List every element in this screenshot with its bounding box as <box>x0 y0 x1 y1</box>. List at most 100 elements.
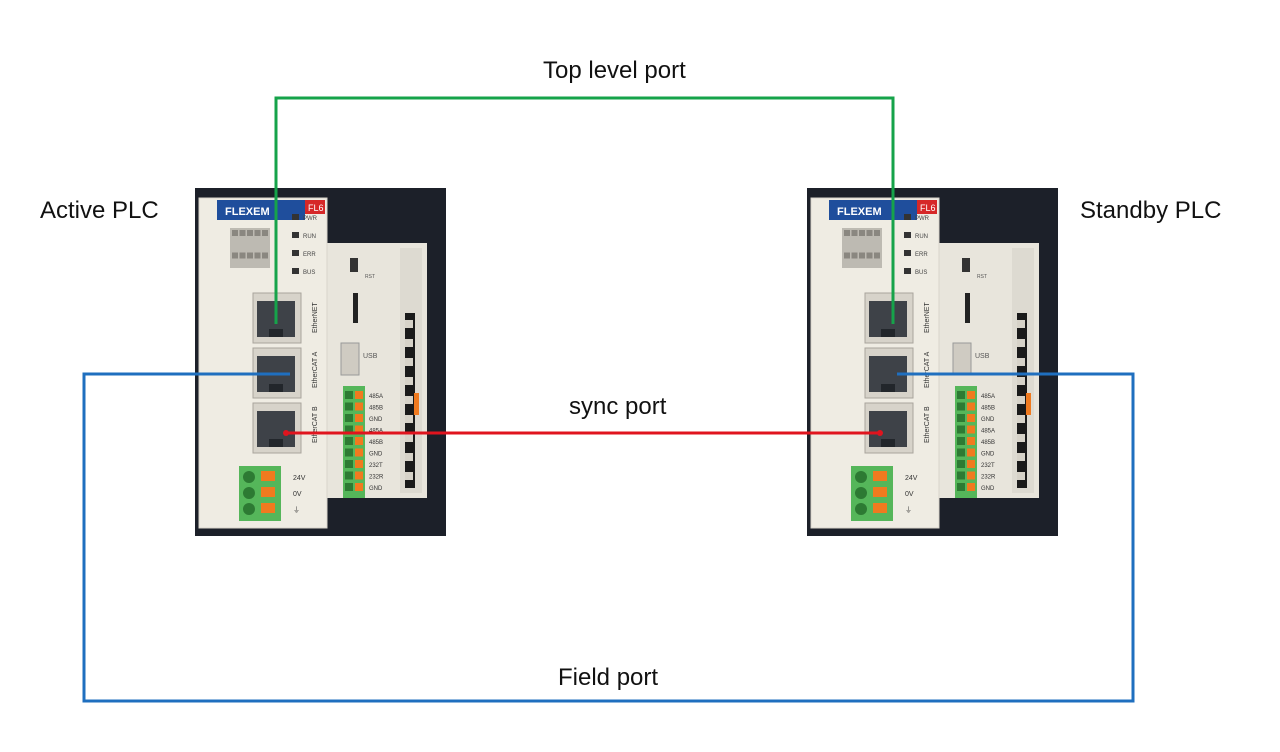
side-terminal <box>1017 358 1025 366</box>
terminal-lever <box>967 483 975 491</box>
led-label: ERR <box>915 252 928 258</box>
terminal-lever <box>967 437 975 445</box>
terminal-label: GND <box>981 452 995 458</box>
side-terminal <box>1017 396 1025 404</box>
terminal-label: 485A <box>981 394 995 400</box>
qr-cell <box>867 253 873 259</box>
terminal-lever <box>355 472 363 480</box>
led-label: RUN <box>303 234 316 240</box>
rj45-latch <box>269 439 283 447</box>
led-err <box>292 250 299 256</box>
power-terminal-lever <box>873 503 887 513</box>
terminal-label: 485B <box>981 440 995 446</box>
terminal-lever <box>967 403 975 411</box>
port-label: EtherCAT B <box>312 406 319 443</box>
qr-cell <box>240 230 246 236</box>
qr-cell <box>874 253 880 259</box>
dip-switch <box>350 258 358 272</box>
dip-switch <box>962 258 970 272</box>
qr-cell <box>255 230 261 236</box>
led-run <box>292 232 299 238</box>
power-label: 24V <box>905 475 918 482</box>
power-terminal-screw <box>855 471 867 483</box>
power-label: 24V <box>293 475 306 482</box>
side-terminal <box>1017 472 1025 480</box>
qr-cell <box>247 253 253 259</box>
rj45-latch <box>881 329 895 337</box>
side-orange-tab <box>414 393 419 415</box>
side-terminal <box>405 358 413 366</box>
sd-slot <box>965 293 970 323</box>
side-terminal <box>1017 415 1025 423</box>
terminal-slot <box>957 437 965 445</box>
sd-slot <box>353 293 358 323</box>
terminal-lever <box>967 426 975 434</box>
led-label: RUN <box>915 234 928 240</box>
field-port-label: Field port <box>558 664 658 692</box>
side-terminal <box>1017 320 1025 328</box>
terminal-lever <box>967 391 975 399</box>
qr-cell <box>844 230 850 236</box>
terminal-slot <box>957 426 965 434</box>
side-orange-tab <box>1026 393 1031 415</box>
qr-cell <box>240 253 246 259</box>
power-terminal-lever <box>873 471 887 481</box>
terminal-lever <box>967 449 975 457</box>
terminal-label: 232T <box>369 463 383 469</box>
terminal-slot <box>957 483 965 491</box>
sync-wire-end-left <box>283 430 289 436</box>
side-terminal <box>1017 339 1025 347</box>
port-label: EtherCAT A <box>924 351 931 388</box>
side-terminal <box>405 396 413 404</box>
led-bus <box>904 268 911 274</box>
side-terminal <box>1017 434 1025 442</box>
side-terminal <box>405 472 413 480</box>
terminal-label: 485B <box>369 440 383 446</box>
terminal-slot <box>345 483 353 491</box>
qr-cell <box>867 230 873 236</box>
rst-label: RST <box>977 274 987 280</box>
terminal-lever <box>355 403 363 411</box>
sync-port-label: sync port <box>569 393 666 421</box>
terminal-lever <box>355 460 363 468</box>
led-bus <box>292 268 299 274</box>
terminal-label: GND <box>369 486 383 492</box>
model-label: FL6 <box>308 203 324 213</box>
terminal-label: 485B <box>369 406 383 412</box>
power-label: 0V <box>293 491 302 498</box>
led-err <box>904 250 911 256</box>
terminal-lever <box>355 391 363 399</box>
qr-cell <box>859 253 865 259</box>
port-label: EtherNET <box>924 302 931 333</box>
brand-name: FLEXEM <box>837 206 882 218</box>
led-label: ERR <box>303 252 316 258</box>
qr-cell <box>262 230 268 236</box>
usb-label: USB <box>975 353 990 360</box>
side-terminal <box>405 320 413 328</box>
terminal-slot <box>957 460 965 468</box>
power-terminal-screw <box>243 471 255 483</box>
terminal-label: 485A <box>981 429 995 435</box>
rj45-latch <box>269 384 283 392</box>
led-pwr <box>904 214 911 220</box>
terminal-slot <box>957 403 965 411</box>
terminal-slot <box>345 414 353 422</box>
qr-cell <box>852 230 858 236</box>
led-label: BUS <box>915 270 927 276</box>
power-terminal-screw <box>855 503 867 515</box>
power-label: ⏚ <box>293 506 300 514</box>
terminal-lever <box>967 472 975 480</box>
terminal-label: 232R <box>981 475 996 481</box>
power-label: 0V <box>905 491 914 498</box>
qr-cell <box>255 253 261 259</box>
power-terminal-screw <box>243 487 255 499</box>
terminal-slot <box>957 472 965 480</box>
terminal-lever <box>967 460 975 468</box>
terminal-label: GND <box>981 417 995 423</box>
terminal-label: GND <box>369 417 383 423</box>
qr-cell <box>262 253 268 259</box>
qr-cell <box>232 253 238 259</box>
side-terminal <box>405 415 413 423</box>
usb-label: USB <box>363 353 378 360</box>
